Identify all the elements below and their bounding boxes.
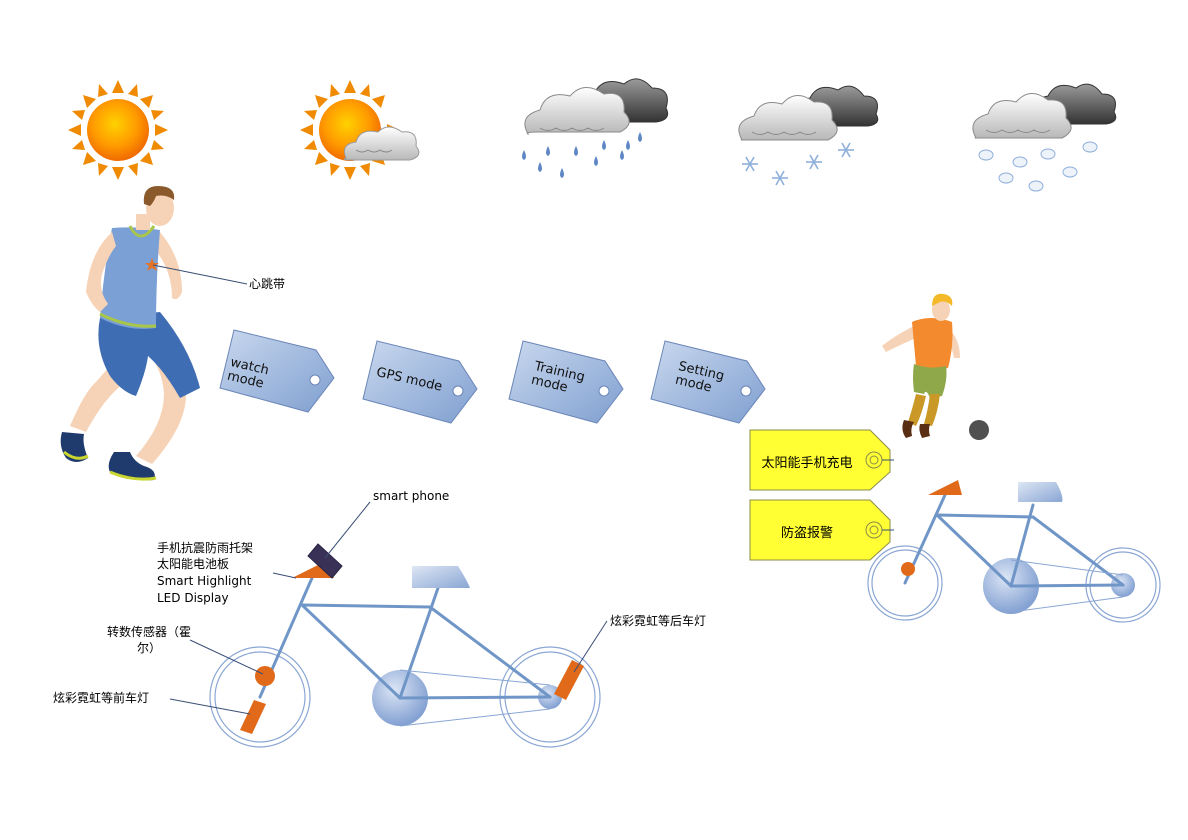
- speed-sensor-label: 转数传感器（霍尔）: [106, 625, 191, 655]
- bicycle-main: [209, 543, 601, 748]
- tag-gps-mode: [362, 340, 478, 424]
- runner-figure: [60, 186, 200, 481]
- bicycle-small: [867, 480, 1161, 623]
- rear-light-label: 炫彩霓虹等后车灯: [610, 614, 707, 628]
- hail-icon: [972, 83, 1117, 192]
- tag-setting-mode: [650, 340, 766, 424]
- mount-label-line4: LED Display: [157, 591, 229, 605]
- smart-phone-label: smart phone: [373, 489, 450, 503]
- rear-light: [554, 660, 584, 700]
- snow-icon: [738, 85, 879, 186]
- mount-label-line3: Smart Highlight: [157, 574, 252, 588]
- yellow-tag-anti-theft: [749, 499, 891, 561]
- tag-watch-mode: [219, 329, 335, 413]
- front-light: [240, 700, 266, 734]
- smart-phone-icon: [307, 543, 343, 579]
- speed-sensor: [255, 666, 275, 686]
- yellow-tag-solar-charge-label: 太阳能手机充电: [761, 456, 853, 471]
- mount-label-line1: 手机抗震防雨托架: [157, 541, 254, 555]
- yellow-tag-solar-charge: [749, 429, 891, 491]
- partly-cloudy-icon: [300, 80, 420, 180]
- tag-training-mode: [508, 340, 624, 424]
- sun-icon: [68, 80, 168, 180]
- soccer-ball: [969, 420, 989, 440]
- heart-strap-label: 心跳带: [249, 277, 286, 291]
- heart-strap-marker: [145, 258, 159, 271]
- rain-icon: [522, 78, 669, 178]
- soccer-player-figure: [882, 293, 960, 438]
- front-light-label: 炫彩霓虹等前车灯: [53, 691, 150, 705]
- yellow-tag-anti-theft-label: 防盗报警: [780, 526, 833, 541]
- mount-label-line2: 太阳能电池板: [157, 557, 230, 571]
